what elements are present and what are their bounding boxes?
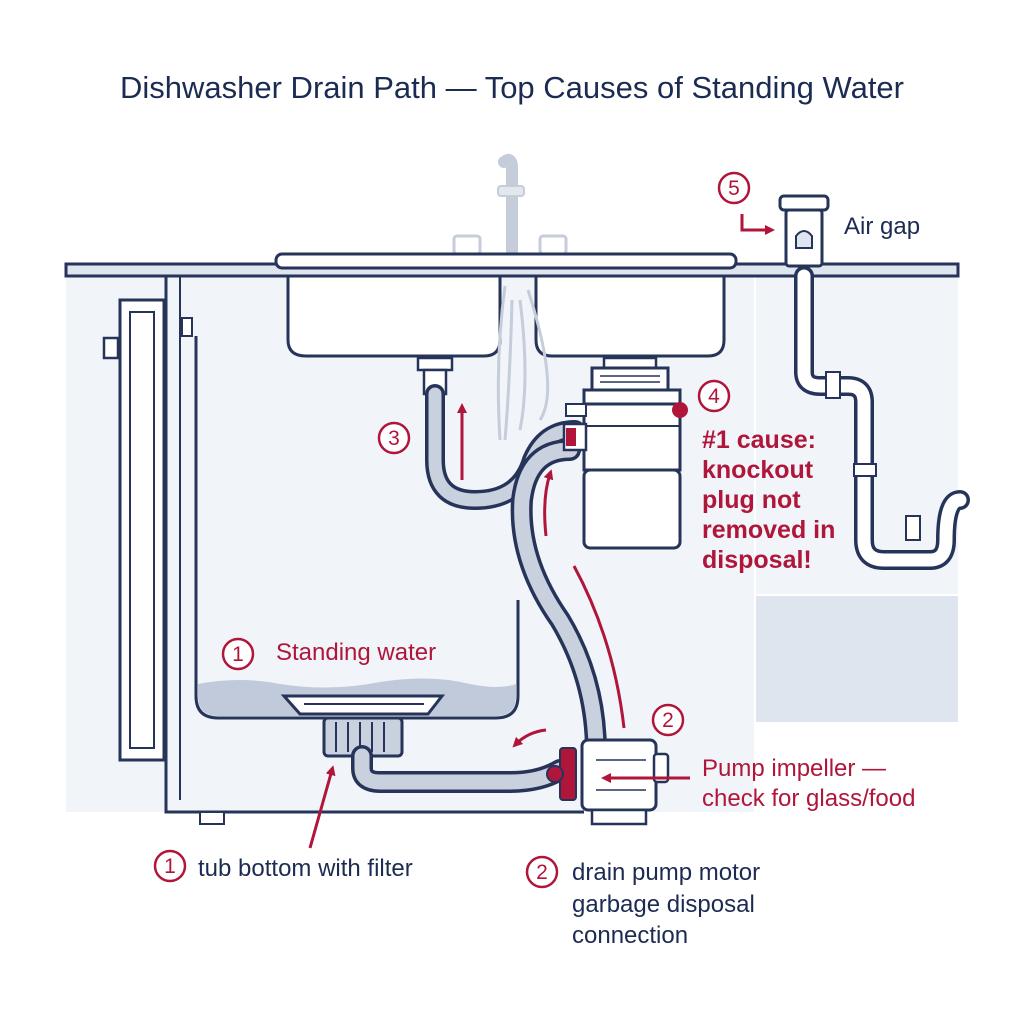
callout-number-3: 3 (388, 427, 400, 450)
flow-arrow-sump (512, 728, 547, 748)
drain-pump-label-line2: garbage disposal (572, 891, 755, 918)
supply-lines (496, 285, 550, 441)
sink-drain-left (416, 356, 454, 372)
disposal-label-line4: removed in (702, 516, 835, 544)
dishwasher-cabinet (164, 276, 584, 825)
tub-bottom-label: tub bottom with filter (198, 855, 413, 882)
sink-basin-right (534, 274, 726, 358)
callout-number-1a: 1 (232, 643, 244, 666)
right-cabinet-block (756, 596, 958, 722)
callout-number-5: 5 (728, 177, 740, 200)
flow-arrows (308, 214, 775, 849)
dishwasher-door (102, 298, 166, 762)
drain-hose (510, 439, 607, 763)
callout-standing-water: 1 Standing water (221, 637, 436, 671)
faucet-handle-left (452, 234, 482, 256)
disposal-label-line2: knockout (702, 456, 814, 484)
pump-housing (580, 738, 658, 812)
pipe-coupling-3 (905, 515, 921, 541)
callout-hose-loop: 3 (377, 421, 411, 455)
impeller-label-line2: check for glass/food (702, 785, 915, 812)
dishwasher-inlet-stub (565, 403, 587, 417)
callout-number-2a: 2 (662, 709, 674, 732)
disposal-label-line1: #1 cause: (702, 426, 816, 454)
callout-number-4: 4 (708, 385, 720, 408)
kitchen-sink (274, 252, 738, 441)
flow-arrow-hose-mid (572, 565, 626, 729)
callout-air-gap: 5 Air gap (717, 171, 920, 240)
callout-pump-marker: 2 (651, 703, 685, 737)
air-gap-label: Air gap (844, 213, 920, 240)
callout-drain-pump: 2 drain pump motor garbage disposal conn… (525, 855, 760, 949)
pipe-coupling-2 (853, 463, 877, 477)
faucet-handle-right (538, 234, 568, 256)
callout-disposal: 4 #1 cause: knockout plug not removed in… (697, 379, 835, 574)
callout-tub-bottom: 1 tub bottom with filter (153, 849, 413, 883)
garbage-disposal (562, 356, 688, 550)
air-gap-assembly (778, 194, 830, 268)
leveling-foot-left (199, 811, 225, 825)
disposal-label-line5: disposal! (702, 546, 812, 574)
standing-water-label: Standing water (276, 639, 436, 666)
knockout-plug (566, 428, 576, 446)
faucet (452, 154, 568, 258)
drain-pump (546, 738, 670, 826)
callout-number-2b: 2 (536, 861, 548, 884)
disposal-label-line3: plug not (702, 486, 801, 514)
drain-pump-label-line3: connection (572, 922, 688, 949)
bracket-left (181, 317, 193, 337)
filter-pointer (308, 765, 336, 849)
door-handle (102, 336, 120, 360)
impeller-label-line1: Pump impeller — (702, 755, 886, 782)
drain-plumbing (794, 266, 970, 570)
sink-basin-left (286, 274, 502, 358)
disposal-motor (582, 468, 682, 550)
air-gap-cap (778, 194, 830, 212)
disposal-warning-dot (672, 402, 688, 418)
sink-rim (274, 252, 738, 270)
flow-arrow-hose-up (543, 469, 554, 537)
drain-pump-label-line1: drain pump motor (572, 859, 760, 886)
callout-impeller: Pump impeller — check for glass/food (702, 755, 915, 812)
sump-hose (351, 745, 571, 793)
high-loop-hose (425, 384, 585, 510)
callout-number-1b: 1 (164, 855, 176, 878)
diagram-title: Dishwasher Drain Path — Top Causes of St… (120, 70, 904, 105)
pipe-coupling-1 (825, 371, 841, 399)
air-gap-pointer (740, 214, 775, 235)
